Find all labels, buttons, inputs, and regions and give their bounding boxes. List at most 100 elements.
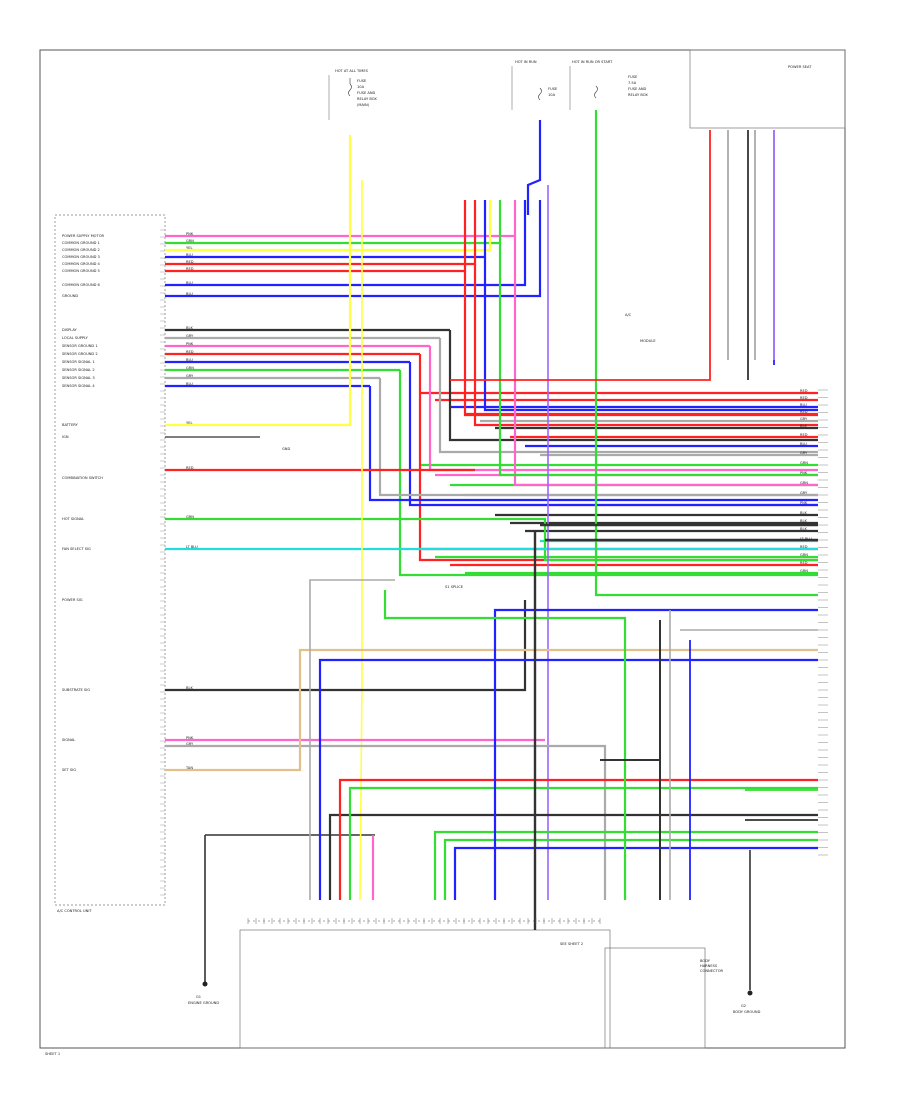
pin-label-6: COMMON GROUND 6 (62, 283, 101, 287)
wire-code-pink: PNK (186, 736, 194, 740)
wire-red-4 (165, 200, 477, 266)
pin-label-20: FAN SELECT SIG (62, 547, 91, 551)
wire-code-red: RED (800, 545, 808, 549)
page-footer: SHEET 1 (45, 1052, 60, 1056)
fuse-box-3-line-1: FUSE (628, 75, 638, 79)
wire-green-50 (498, 243, 818, 477)
wire-code-red: RED (800, 561, 808, 565)
wire-code-gray: GRY (800, 491, 808, 495)
ground-g2-label: BODY GROUND (733, 1010, 761, 1014)
wire-code-red: RED (800, 396, 808, 400)
wire-blue-58 (526, 120, 542, 215)
bottom-connector-title: SEE SHEET 2 (560, 942, 583, 946)
pin-label-8: DISPLAY (62, 328, 78, 332)
wire-black-75 (328, 813, 818, 900)
ground-g2-name: G2 (741, 1004, 746, 1008)
wire-code-black: BLK (186, 326, 193, 330)
bottom-connector-box: SEE SHEET 2 BODY HARNESS CONNECTOR (239, 920, 724, 1049)
wire-code-red: RED (800, 433, 808, 437)
wire-code-black: BLK (800, 511, 807, 515)
wire-code-black: BLK (800, 527, 807, 531)
wire-code-blue: BLU (186, 382, 193, 386)
wire-tan-72 (165, 648, 818, 772)
fuse-box-1: HOT AT ALL TIMES FUSE 10A FUSE AND RELAY… (328, 69, 377, 120)
fuse-box-2-title: HOT IN RUN (515, 60, 537, 64)
fuse-box-2: HOT IN RUN FUSE 10A (511, 60, 558, 110)
wire-code-green: GRN (800, 553, 808, 557)
top-right-module-label-1: A/C (625, 313, 632, 317)
pin-label-10: SENSOR GROUND 1 (62, 344, 98, 348)
fuse-box-2-line-2: 10A (548, 93, 556, 97)
fuse-box-1-line-3: FUSE AND (357, 91, 376, 95)
wire-green-80 (443, 838, 818, 900)
top-right-module: POWER SEAT A/C MODULE (625, 49, 846, 343)
pin-label-21: POWER SIG (62, 598, 83, 602)
pin-label-11: SENSOR GROUND 2 (62, 352, 98, 356)
pin-label-24: SET SIG (62, 768, 76, 772)
wire-codes: PNK GRN YEL BLU RED RED BLU BLU BLK GRY PNK RED BLU G… (185, 232, 812, 770)
wire-code-red: RED (186, 267, 194, 271)
wire-code-green: GRN (186, 366, 194, 370)
fuse-box-1-line-4: RELAY BOX (357, 97, 377, 101)
wire-blue-3 (165, 200, 487, 259)
bottom-connector-note-2: HARNESS (700, 964, 718, 968)
wire-red-47 (473, 264, 818, 427)
wire-red-46 (463, 271, 818, 417)
ground-g2: G2 BODY GROUND (733, 850, 761, 1014)
pin-label-0: POWER SUPPLY MOTOR (62, 234, 105, 238)
wire-blue-7 (165, 200, 542, 298)
wire-green-43 (398, 370, 818, 577)
wire-gray-39 (438, 338, 818, 454)
pin-label-15: SENSOR SIGNAL 4 (62, 384, 95, 388)
wire-code-pink: PNK (186, 342, 194, 346)
wire-green-77 (348, 786, 818, 900)
wire-code-red: RED (800, 410, 808, 414)
wire-code-red: RED (186, 350, 194, 354)
wire-blue-6 (165, 200, 527, 287)
fuse-box-1-line-2: 10A (357, 85, 365, 89)
pin-label-4: COMMON GROUND 4 (62, 262, 101, 266)
wire-code-red: RED (186, 466, 194, 470)
fuse-box-2-line-1: FUSE (548, 87, 558, 91)
wire-red-41 (418, 354, 818, 562)
pin-label-13: SENSOR SIGNAL 2 (62, 368, 95, 372)
wire-blue-74 (318, 658, 818, 900)
ground-g1: G1 ENGINE GROUND (188, 834, 375, 1005)
pin-label-22: SUBSTRATE SIG (62, 688, 90, 692)
wire-code-yellow: YEL (186, 421, 192, 425)
splice-label: S1 SPLICE (445, 585, 464, 589)
wire-code-gray: GRY (186, 742, 194, 746)
ground-g1-name: G1 (196, 995, 201, 999)
wire-code-green: GRN (800, 461, 808, 465)
wire-gray-73 (309, 579, 395, 900)
ground-g1-label: ENGINE GROUND (188, 1001, 219, 1005)
top-right-module-title: POWER SEAT (788, 65, 812, 69)
pin-label-12: SENSOR SIGNAL 1 (62, 360, 95, 364)
pin-label-7: GROUND (62, 294, 78, 298)
wire-code-gray: GRY (800, 417, 808, 421)
wire-code-black: BLK (800, 519, 807, 523)
wire-code-gray: GRY (800, 451, 808, 455)
wire-pink-49 (513, 236, 818, 487)
wire-yellow-2 (165, 200, 492, 252)
fuse-box-3: HOT IN RUN OR START FUSE 7.5A FUSE AND R… (569, 60, 648, 110)
pin-label-14: SENSOR SIGNAL 3 (62, 376, 95, 380)
wire-code-blue: BLU (800, 403, 807, 407)
wire-code-tan: TAN (185, 766, 193, 770)
wire-green-79 (433, 830, 818, 900)
wire-red-76 (338, 778, 818, 900)
wire-code-green: GRN (800, 481, 808, 485)
wire-blue-82 (493, 608, 818, 900)
wires (165, 110, 828, 930)
wire-code-red: RED (186, 260, 194, 264)
wire-yellow-51 (165, 135, 352, 427)
wire-code-green: GRN (186, 239, 194, 243)
wire-code-blue: BLU (186, 292, 193, 296)
wire-code-black: BLK (800, 424, 807, 428)
wire-code-blue: BLU (186, 253, 193, 257)
wire-blue-42 (408, 362, 818, 507)
pin-label-1: COMMON GROUND 1 (62, 241, 100, 245)
pin-label-19: HOT SIGNAL (62, 517, 84, 521)
wire-blue-81 (453, 846, 818, 900)
